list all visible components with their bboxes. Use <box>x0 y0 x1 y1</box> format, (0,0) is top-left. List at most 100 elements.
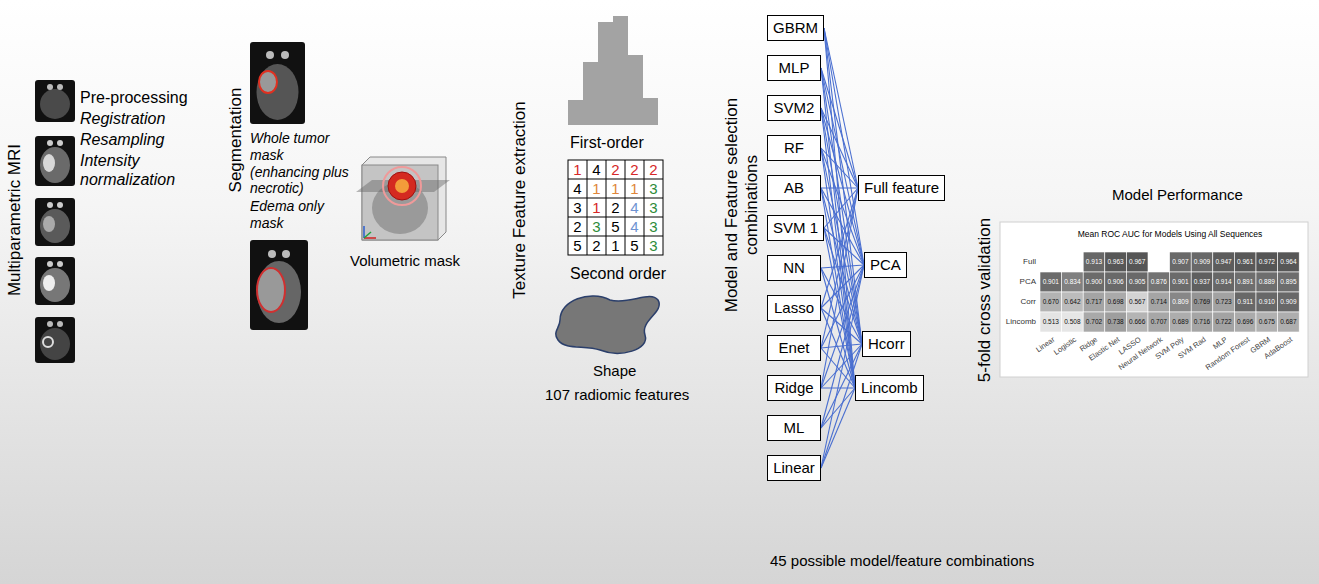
eye <box>57 140 63 146</box>
heatmap-cell <box>1148 272 1170 292</box>
eye <box>47 84 53 90</box>
heatmap-row-label: Full <box>1023 257 1036 267</box>
connector <box>821 187 858 188</box>
matrix-value: 3 <box>573 200 581 215</box>
connector <box>824 228 855 388</box>
heatmap-cell <box>1278 292 1300 312</box>
mri-frame <box>250 42 305 124</box>
heatmap-cell <box>1062 312 1084 332</box>
eye <box>57 84 63 90</box>
heatmap-cell <box>1256 292 1278 312</box>
heatmap-value: 0.687 <box>1280 319 1296 326</box>
heatmap-cell <box>1062 272 1084 292</box>
segmentation-image <box>250 240 308 330</box>
heatmap-cell <box>1234 252 1256 272</box>
heatmap-value: 0.567 <box>1129 299 1145 306</box>
grid-frame <box>568 160 663 255</box>
connector <box>821 388 855 428</box>
lesion <box>43 337 53 347</box>
matrix-value: 3 <box>649 238 657 253</box>
connector <box>821 148 858 188</box>
matrix-value: 3 <box>649 200 657 215</box>
heatmap-cell <box>1278 272 1300 292</box>
mri-thumbnail <box>35 317 75 363</box>
heatmap-cell <box>1256 272 1278 292</box>
box-text: NN <box>783 259 805 276</box>
heatmap-cell <box>1083 272 1105 292</box>
matrix-value: 5 <box>573 238 581 253</box>
grid-line <box>568 217 663 218</box>
lesion <box>43 216 55 232</box>
heatmap-value: 0.910 <box>1259 299 1275 306</box>
histogram-bar <box>613 16 628 125</box>
connector <box>821 388 855 468</box>
volumetric-mask-render <box>356 157 450 240</box>
matrix-value: 4 <box>630 200 638 215</box>
box-text: Enet <box>779 339 810 356</box>
mask-description: Edema only mask <box>250 198 340 232</box>
heatmap-cell <box>1213 292 1235 312</box>
box-text: Hcorr <box>868 335 905 352</box>
heatmap-cell <box>1278 312 1300 332</box>
heatmap-cell <box>1170 292 1192 312</box>
mri-thumbnail <box>35 257 75 305</box>
eye <box>57 321 63 327</box>
feature-count: 107 radiomic features <box>545 386 689 404</box>
connector <box>821 265 864 468</box>
heatmap-cell <box>1126 272 1148 292</box>
matrix-value: 3 <box>649 181 657 196</box>
matrix-value: 4 <box>630 219 638 234</box>
model-box: Lasso <box>767 295 821 321</box>
heatmap-cell <box>1083 272 1105 292</box>
heatmap-cell <box>1083 292 1105 312</box>
brain <box>257 64 299 120</box>
eye <box>47 140 53 146</box>
matrix-value: 2 <box>611 200 619 215</box>
grid-line <box>587 160 588 255</box>
stage-title: 5-fold cross validation <box>975 218 995 382</box>
heatmap-value: 0.937 <box>1194 279 1210 286</box>
matrix-value: 1 <box>630 181 638 196</box>
model-box: Linear <box>767 455 821 481</box>
model-box: Ridge <box>767 375 821 401</box>
heatmap-cell <box>1126 252 1148 272</box>
matrix-value: 2 <box>573 219 581 234</box>
stage-title: Multiparametric MRI <box>5 144 25 296</box>
step-title: Pre-processing <box>80 88 188 107</box>
heatmap-cell <box>1126 272 1148 292</box>
grid-line <box>644 160 645 255</box>
box-text: GBRM <box>773 19 818 36</box>
eye <box>57 261 63 267</box>
feature-set-box: Full feature <box>858 175 945 201</box>
mri-frame <box>35 257 75 305</box>
matrix-value: 1 <box>611 238 619 253</box>
heatmap-cell <box>1213 252 1235 272</box>
grid-line <box>568 236 663 237</box>
heatmap-value: 0.508 <box>1064 319 1080 326</box>
heatmap-value: 0.913 <box>1086 259 1102 266</box>
heatmap-value: 0.675 <box>1259 319 1275 326</box>
box-text: Lasso <box>774 299 814 316</box>
connector <box>824 28 858 188</box>
heatmap-cell <box>1170 292 1192 312</box>
heatmap-panel <box>1000 222 1308 377</box>
heatmap-value: 0.963 <box>1107 259 1123 266</box>
volume-slice <box>362 165 438 240</box>
heatmap-value: 0.909 <box>1194 259 1210 266</box>
matrix-value: 2 <box>630 162 638 177</box>
heatmap-cell <box>1083 252 1105 272</box>
heatmap-cell <box>1213 272 1235 292</box>
tumor-sphere <box>388 172 416 200</box>
step-item: Registration <box>80 109 165 128</box>
box-text: Ridge <box>774 379 813 396</box>
heatmap-cell <box>1213 312 1235 332</box>
connector <box>821 188 858 348</box>
box-text: Linear <box>773 459 815 476</box>
heatmap-cell <box>1105 252 1127 272</box>
box-text: Lincomb <box>861 379 918 396</box>
matrix-value: 2 <box>649 162 657 177</box>
heatmap-value: 0.947 <box>1215 259 1231 266</box>
heatmap-value: 0.707 <box>1151 319 1167 326</box>
heatmap-value: 0.895 <box>1280 279 1296 286</box>
eye <box>47 261 53 267</box>
